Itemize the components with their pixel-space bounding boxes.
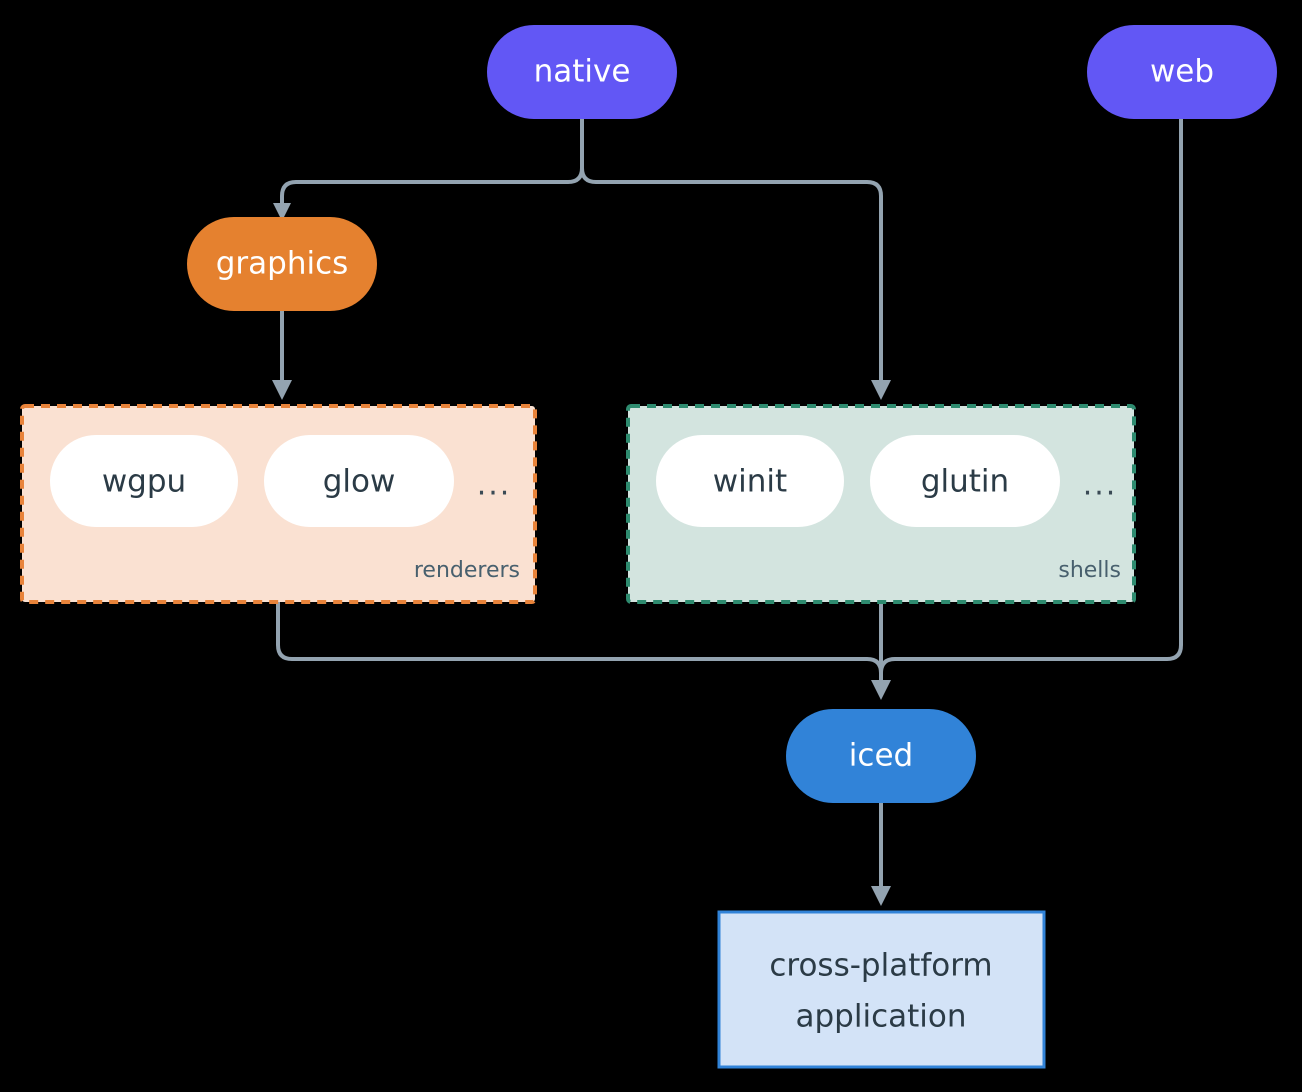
node-web-label: web bbox=[1150, 54, 1214, 90]
edge-layer bbox=[272, 119, 1183, 906]
node-native[interactable]: native bbox=[487, 25, 677, 119]
renderers-ellipsis: ... bbox=[477, 468, 512, 503]
node-application-shape bbox=[717, 910, 1046, 1069]
node-web[interactable]: web bbox=[1087, 25, 1277, 119]
node-native-label: native bbox=[534, 54, 631, 90]
pill-glow-label: glow bbox=[323, 464, 396, 500]
arrowhead-native-to-graphics bbox=[273, 203, 291, 221]
edge-native-to-shells bbox=[580, 119, 883, 382]
node-iced-shape bbox=[786, 709, 976, 803]
node-application-label-line-1: cross-platform bbox=[769, 948, 992, 984]
group-shells: winit glutin ... shells bbox=[626, 404, 1136, 604]
pill-wgpu[interactable]: wgpu bbox=[50, 435, 238, 527]
pill-winit[interactable]: winit bbox=[656, 435, 844, 527]
pill-wgpu-label: wgpu bbox=[102, 464, 186, 500]
node-native-shape bbox=[487, 25, 677, 119]
node-iced[interactable]: iced bbox=[786, 709, 976, 803]
pill-glow-shape bbox=[264, 435, 454, 527]
pill-winit-label: winit bbox=[713, 464, 787, 500]
edge-native-to-graphics bbox=[280, 119, 584, 206]
node-iced-label: iced bbox=[849, 738, 913, 774]
pill-wgpu-shape bbox=[50, 435, 238, 527]
pill-glow[interactable]: glow bbox=[264, 435, 454, 527]
pill-glutin-shape bbox=[870, 435, 1060, 527]
arrowhead-iced-to-application bbox=[871, 886, 891, 906]
node-graphics-shape bbox=[187, 217, 377, 311]
pill-glutin[interactable]: glutin bbox=[870, 435, 1060, 527]
node-web-shape bbox=[1087, 25, 1277, 119]
shells-ellipsis: ... bbox=[1083, 468, 1118, 503]
pill-glutin-label: glutin bbox=[921, 464, 1009, 500]
node-application[interactable]: cross-platform application bbox=[717, 910, 1046, 1069]
edge-renderers-to-iced bbox=[276, 602, 883, 682]
shells-group-tag: shells bbox=[1058, 558, 1121, 583]
arrowhead-merge-to-iced bbox=[871, 680, 891, 700]
node-graphics-label: graphics bbox=[216, 246, 349, 282]
node-application-label-line-2: application bbox=[796, 999, 967, 1035]
edge-web-to-iced bbox=[879, 119, 1183, 682]
arrowhead-native-to-shells bbox=[871, 380, 891, 400]
arrowhead-graphics-to-renderers bbox=[272, 380, 292, 400]
group-renderers: wgpu glow ... renderers bbox=[20, 404, 537, 604]
renderers-group-tag: renderers bbox=[414, 558, 520, 583]
node-graphics[interactable]: graphics bbox=[187, 217, 377, 311]
pill-winit-shape bbox=[656, 435, 844, 527]
